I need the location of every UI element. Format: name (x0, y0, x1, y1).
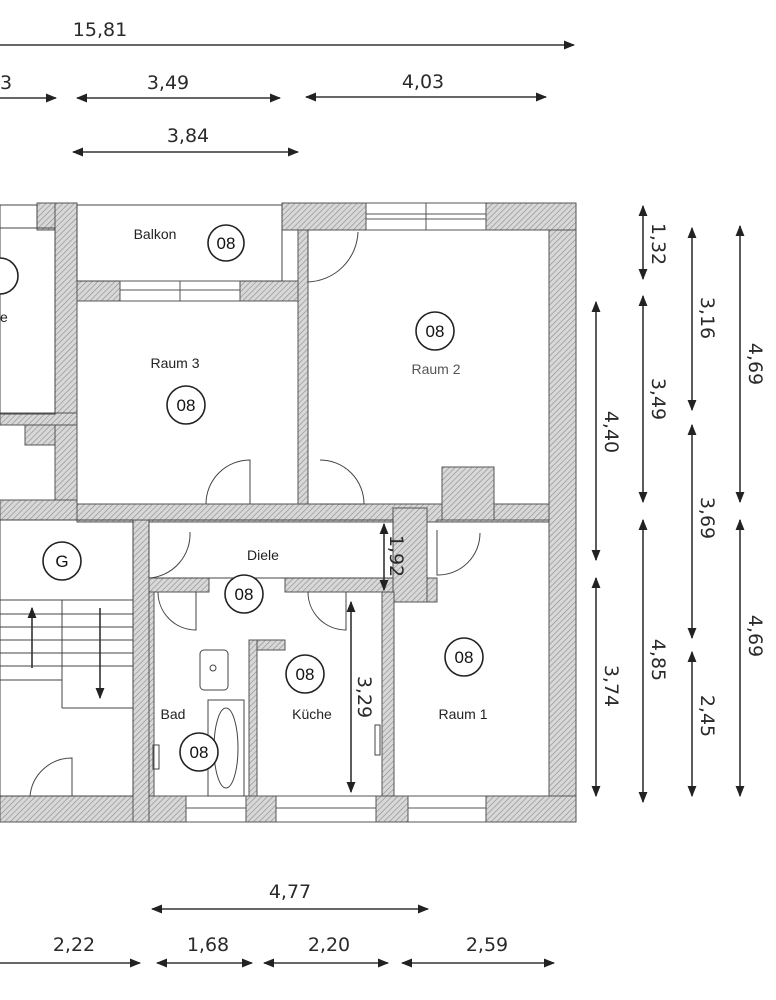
wall-kueche-raum1 (381, 591, 395, 797)
room-label-raum1: Raum 1 (438, 706, 487, 722)
dim-top-right: 4,03 (402, 71, 444, 93)
room-badge-diele: 08 (235, 585, 254, 604)
sink (199, 649, 229, 691)
left-room-outline (0, 227, 56, 415)
dim-bottom-c: 2,20 (308, 934, 350, 956)
window-raum1 (407, 795, 487, 823)
door-stair (29, 757, 73, 797)
balkon-outline (76, 204, 283, 282)
badge-circle-raum3 (166, 385, 206, 425)
dim-col-a: 3,16 (696, 297, 718, 339)
dim-bottom-a: 2,22 (53, 934, 95, 956)
badge-circle-diele (224, 574, 264, 614)
dim-top-mid: 3,49 (147, 72, 189, 94)
windows (119, 202, 487, 823)
wall-kueche-north (256, 639, 286, 651)
dim-balcony-depth: 1,32 (647, 223, 669, 265)
door-raum1 (436, 530, 481, 576)
wall-raum3-raum2 (297, 229, 309, 521)
door-balkon (307, 230, 359, 283)
room-label-balkon: Balkon (134, 226, 177, 242)
wall-east (548, 202, 577, 823)
dim-raum2: 3,49 (647, 378, 669, 420)
wall-bad-kueche (248, 639, 258, 797)
wall-diele-south-right (284, 577, 394, 593)
dim-diele-depth: 1,92 (385, 535, 407, 577)
badge-circle-raum2 (415, 311, 455, 351)
dim-lower-inner: 3,74 (600, 665, 622, 707)
right-dimensions: 1,32 3,49 4,40 3,74 4,85 3,16 3,69 2,45 … (346, 204, 766, 804)
room-badge-kueche: 08 (296, 665, 315, 684)
room-badge-balkon: 08 (217, 234, 236, 253)
bottom-dimensions: 4,77 2,22 1,68 2,20 2,59 (0, 881, 556, 968)
dim-col-c: 2,45 (696, 695, 718, 737)
wall-chimney (441, 466, 495, 523)
room-label-diele: Diele (247, 547, 279, 563)
room-badge-raum2: 08 (426, 322, 445, 341)
room-badge-raum3: 08 (177, 396, 196, 415)
badge-circle-balkon (207, 224, 245, 262)
room-badge-bad: 08 (190, 743, 209, 762)
door-kueche (307, 591, 347, 631)
walls (0, 202, 577, 823)
dim-top-total: 15,81 (73, 19, 127, 41)
stairs (0, 599, 133, 709)
room-label-kueche: Küche (292, 706, 332, 722)
dim-outer-bottom: 4,69 (744, 615, 766, 657)
dim-top-left-partial: 3 (0, 72, 12, 94)
room-label-bad: Bad (161, 706, 186, 722)
badge-circle-raum1 (444, 637, 484, 677)
room-badge-stair: G (55, 552, 68, 571)
room-badge-raum1: 08 (455, 648, 474, 667)
wall-balkon-west-top (36, 202, 56, 231)
wall-west-upper (54, 202, 78, 520)
wall-diele-south-left (148, 577, 210, 593)
badge-circle-kueche (285, 654, 325, 694)
door-bad (157, 591, 197, 631)
dim-bottom-b: 1,68 (187, 934, 229, 956)
wall-diele-east (392, 507, 428, 603)
dim-top-balcony: 3,84 (167, 125, 209, 147)
badge-circle-bad (179, 732, 219, 772)
fixtures (152, 649, 381, 797)
door-diele-west (148, 531, 191, 579)
radiator-kueche (374, 724, 381, 756)
window-kueche (275, 795, 377, 823)
room-label-raum2: Raum 2 (411, 361, 460, 377)
dim-raum2-plus: 4,40 (600, 411, 622, 453)
door-raum3 (205, 459, 251, 505)
wall-left-notch (24, 424, 56, 446)
top-dimensions: 15,81 3 3,49 4,03 3,84 (0, 19, 576, 157)
dim-lower: 4,85 (647, 639, 669, 681)
wall-left-low (0, 499, 78, 521)
dim-bottom-d: 2,59 (466, 934, 508, 956)
room-labels: Balkon 08 Raum 3 08 08 Raum 2 Diele 08 G… (0, 224, 488, 772)
room-label-left-partial: e (0, 309, 8, 325)
stair-block-outline (0, 519, 134, 797)
badge-circle-left-partial (0, 257, 19, 295)
window-bad (185, 795, 247, 823)
dim-kueche-depth: 3,29 (353, 676, 375, 718)
radiator-bad (152, 744, 160, 770)
wall-raum1-north (436, 519, 550, 523)
dim-col-b: 3,69 (696, 497, 718, 539)
wall-left-mid (0, 412, 78, 426)
wall-bad-west (148, 591, 155, 797)
badge-circle-stair (42, 541, 82, 581)
room-label-raum3: Raum 3 (150, 355, 199, 371)
door-raum2 (319, 459, 365, 505)
dim-bottom-span: 4,77 (269, 881, 311, 903)
dim-outer-top: 4,69 (744, 343, 766, 385)
wall-stair-east (132, 519, 150, 823)
doors (29, 230, 481, 797)
